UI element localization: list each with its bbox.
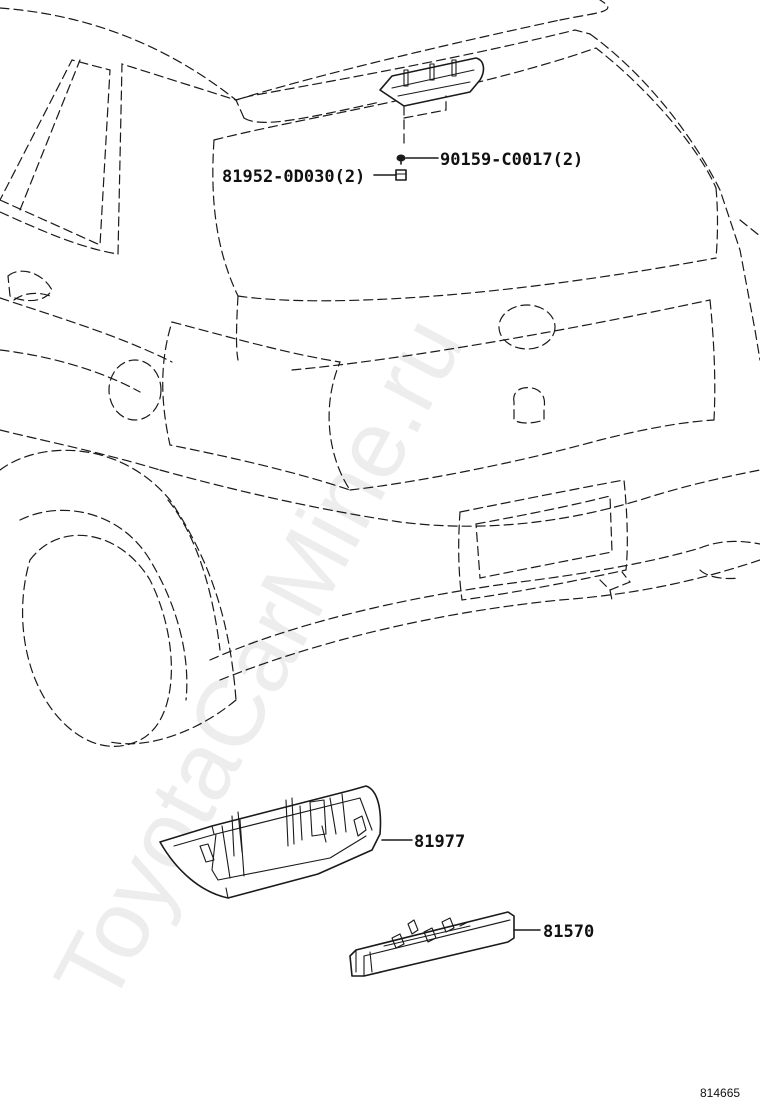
installed-stop-lamp bbox=[379, 57, 485, 147]
lamp-unit-81570 bbox=[349, 911, 515, 977]
figure-number: 814665 bbox=[700, 1086, 740, 1100]
clip-81952 bbox=[395, 169, 407, 181]
screw-90159 bbox=[396, 154, 406, 165]
watermark: ToyotaCarMine.ru bbox=[34, 301, 484, 1020]
part-label-90159[interactable]: 90159-C0017(2) bbox=[440, 150, 583, 170]
part-label-81952[interactable]: 81952-0D030(2) bbox=[222, 167, 365, 187]
part-label-81570[interactable]: 81570 bbox=[543, 922, 594, 942]
car-outline bbox=[0, 0, 760, 747]
part-label-81977[interactable]: 81977 bbox=[414, 832, 465, 852]
housing-81977 bbox=[159, 785, 382, 899]
